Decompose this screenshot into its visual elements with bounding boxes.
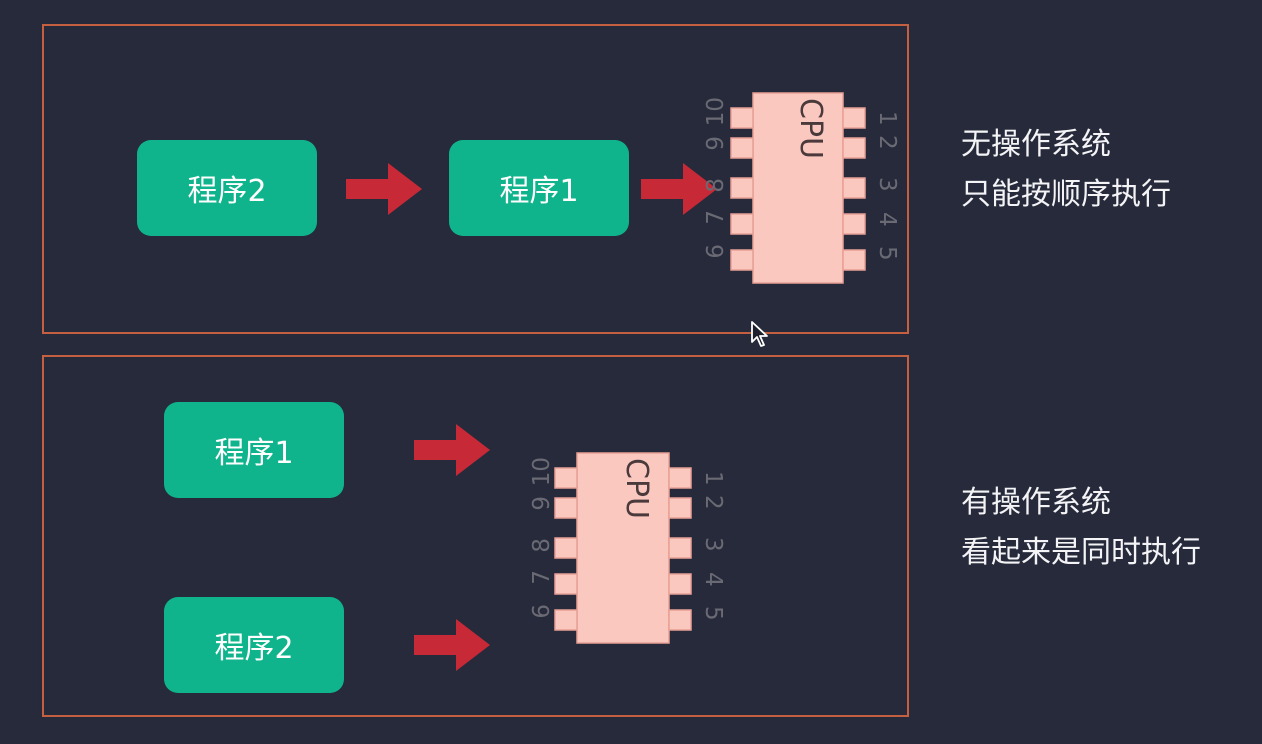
pin-label: 6: [529, 604, 555, 619]
arrow-right-icon: [414, 619, 490, 671]
program-box-1: 程序1: [164, 402, 344, 498]
pin-label: 1: [874, 111, 900, 126]
cpu-label: CPU: [793, 98, 828, 159]
caption-line: 有操作系统: [961, 485, 1111, 520]
pin-label: 4: [874, 212, 900, 227]
pin-label: 5: [700, 606, 726, 621]
pin-label: 6: [703, 244, 729, 259]
pin-label: 2: [874, 135, 900, 150]
arrow-right-icon: [346, 163, 422, 215]
cpu-chip: CPU 1 2 3 4 5 10 9 8 7 6: [528, 452, 728, 644]
panel-sequential: [42, 24, 909, 334]
pin-label: 1: [700, 471, 726, 486]
pin-label: 3: [700, 537, 726, 552]
arrow-right-icon: [414, 424, 490, 476]
caption-line: 无操作系统: [961, 127, 1111, 162]
cpu-label: CPU: [619, 458, 654, 519]
pin-label: 7: [703, 210, 729, 225]
pin-label: 3: [874, 177, 900, 192]
cpu-chip: CPU 1 2 3 4 5 10 9 8 7 6: [702, 92, 902, 284]
pin-label: 9: [703, 136, 729, 151]
pin-label: 8: [703, 178, 729, 193]
pin-label: 10: [703, 97, 729, 127]
program-box-2: 程序2: [137, 140, 317, 236]
pin-label: 10: [529, 457, 555, 487]
cpu-chip-icon: [554, 452, 692, 644]
caption-line: 只能按顺序执行: [961, 177, 1171, 212]
program-box-1: 程序1: [449, 140, 629, 236]
pin-label: 8: [529, 538, 555, 553]
panel-concurrent: [42, 355, 909, 717]
pin-label: 9: [529, 496, 555, 511]
cpu-chip-icon: [730, 92, 866, 284]
pin-label: 5: [874, 246, 900, 261]
pin-label: 7: [529, 570, 555, 585]
pin-label: 2: [700, 495, 726, 510]
caption-line: 看起来是同时执行: [961, 535, 1201, 570]
caption-with-os: 有操作系统 看起来是同时执行: [961, 478, 1201, 578]
mouse-cursor-icon: [751, 321, 768, 347]
arrow-right-icon: [641, 163, 717, 215]
program-box-2: 程序2: [164, 597, 344, 693]
pin-label: 4: [700, 572, 726, 587]
caption-no-os: 无操作系统 只能按顺序执行: [961, 120, 1171, 220]
